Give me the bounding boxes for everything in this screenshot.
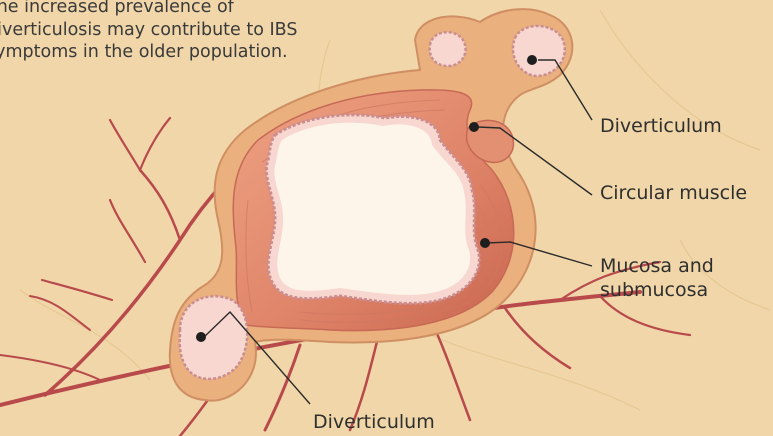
caption-text: The increased prevalence of diverticulos…	[0, 0, 316, 64]
diverticulum-pouch-top-left	[430, 32, 466, 66]
pointer-dot-diverticulum-bottom	[196, 332, 206, 342]
label-diverticulum-top: Diverticulum	[600, 114, 722, 138]
diverticulum-pouch-top-right	[513, 26, 565, 76]
label-mucosa-submucosa: Mucosa and submucosa	[600, 254, 760, 302]
diverticulum-pouch-bottom-left	[180, 296, 247, 379]
pointer-dot-circular-muscle	[469, 122, 479, 132]
label-diverticulum-bottom: Diverticulum	[313, 410, 435, 434]
pointer-dot-mucosa	[480, 238, 490, 248]
label-circular-muscle: Circular muscle	[600, 181, 747, 205]
pointer-dot-diverticulum-top	[527, 55, 537, 65]
